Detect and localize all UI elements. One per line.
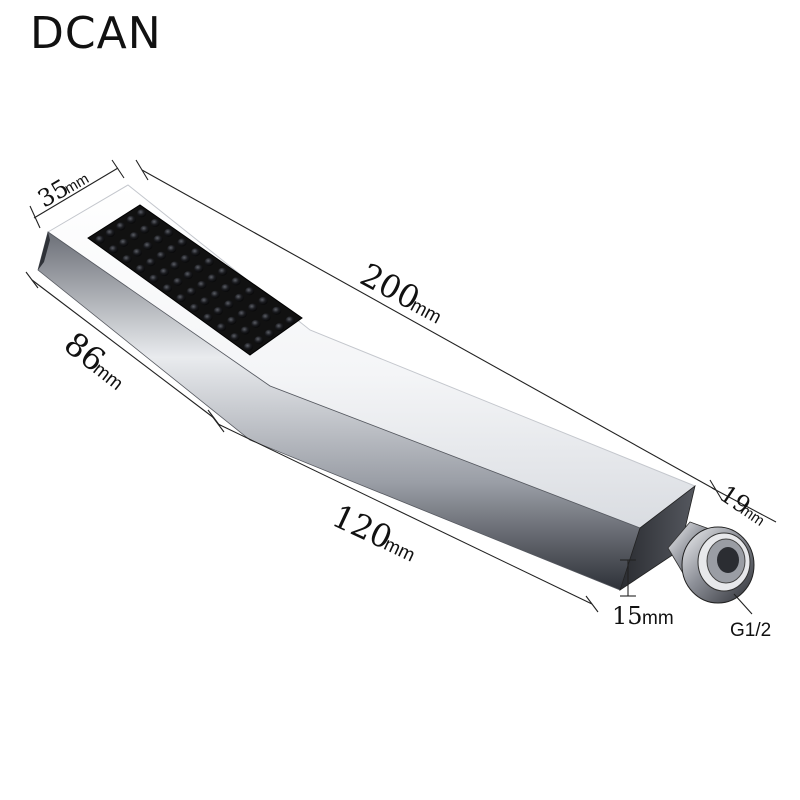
nozzle <box>95 235 105 244</box>
nozzle <box>162 284 172 293</box>
nozzle <box>126 215 136 224</box>
nozzle <box>170 261 180 270</box>
nozzle <box>173 277 183 286</box>
nozzle <box>149 274 159 283</box>
nozzle <box>200 297 210 306</box>
nozzle <box>194 264 204 273</box>
nozzle <box>261 313 271 322</box>
nozzle <box>218 267 228 276</box>
label-end-width: 19 mm <box>715 480 768 530</box>
hose-connector <box>667 521 755 604</box>
nozzle <box>159 268 169 276</box>
nozzle <box>221 284 231 292</box>
label-width-top: 35 mm <box>33 170 92 213</box>
brand-logo: DCAN <box>30 8 162 59</box>
label-thickness: 15 mm <box>612 602 674 630</box>
nozzle <box>191 248 201 257</box>
nozzle <box>146 258 156 267</box>
nozzle <box>216 323 226 332</box>
nozzle <box>156 251 166 260</box>
nozzle-plate <box>87 204 303 356</box>
nozzle <box>183 271 193 280</box>
nozzle <box>119 238 129 247</box>
svg-text:15: 15 <box>612 602 643 630</box>
label-connector-thread: G1/2 <box>730 620 771 641</box>
nozzle <box>176 294 186 303</box>
nozzle <box>272 306 282 315</box>
nozzle <box>135 264 145 273</box>
nozzle <box>234 293 244 302</box>
nozzle <box>189 303 199 312</box>
nozzle <box>275 323 285 331</box>
nozzle <box>167 245 177 253</box>
nozzle <box>132 248 142 257</box>
nozzle <box>204 257 214 266</box>
nozzle <box>137 209 147 218</box>
nozzle <box>245 287 255 296</box>
nozzle <box>129 232 139 241</box>
nozzle <box>164 228 174 237</box>
nozzle <box>240 326 250 335</box>
nozzle <box>143 241 153 250</box>
head-end-face <box>38 232 50 270</box>
nozzle <box>207 274 217 283</box>
nozzle-grid <box>95 209 295 351</box>
nozzle <box>224 300 234 309</box>
nozzle <box>231 277 241 286</box>
nozzle <box>230 333 240 342</box>
nozzle <box>108 245 119 254</box>
nozzle <box>285 316 295 325</box>
nozzle <box>254 336 264 345</box>
nozzle <box>122 255 132 264</box>
nozzle <box>237 310 247 319</box>
nozzle <box>116 222 126 231</box>
nozzle <box>177 238 187 247</box>
label-overall-length: 200 mm <box>354 256 444 329</box>
nozzle <box>197 280 207 289</box>
dimension-lines <box>25 159 777 615</box>
shower-head <box>37 184 755 604</box>
nozzle <box>258 296 268 305</box>
nozzle <box>150 218 160 227</box>
svg-text:mm: mm <box>642 608 674 629</box>
nozzle <box>243 342 253 351</box>
nozzle <box>105 229 115 237</box>
nozzle <box>186 287 196 296</box>
nozzle <box>140 225 150 234</box>
nozzle <box>264 329 274 338</box>
nozzle <box>251 319 261 328</box>
nozzle <box>248 303 258 312</box>
nozzle <box>227 316 237 325</box>
nozzle <box>210 290 220 299</box>
nozzle <box>180 254 190 263</box>
svg-text:mm: mm <box>380 534 418 566</box>
nozzle <box>203 313 213 322</box>
nozzle <box>213 307 223 315</box>
nozzle <box>153 235 163 244</box>
label-handle-length: 120 mm <box>327 497 418 567</box>
